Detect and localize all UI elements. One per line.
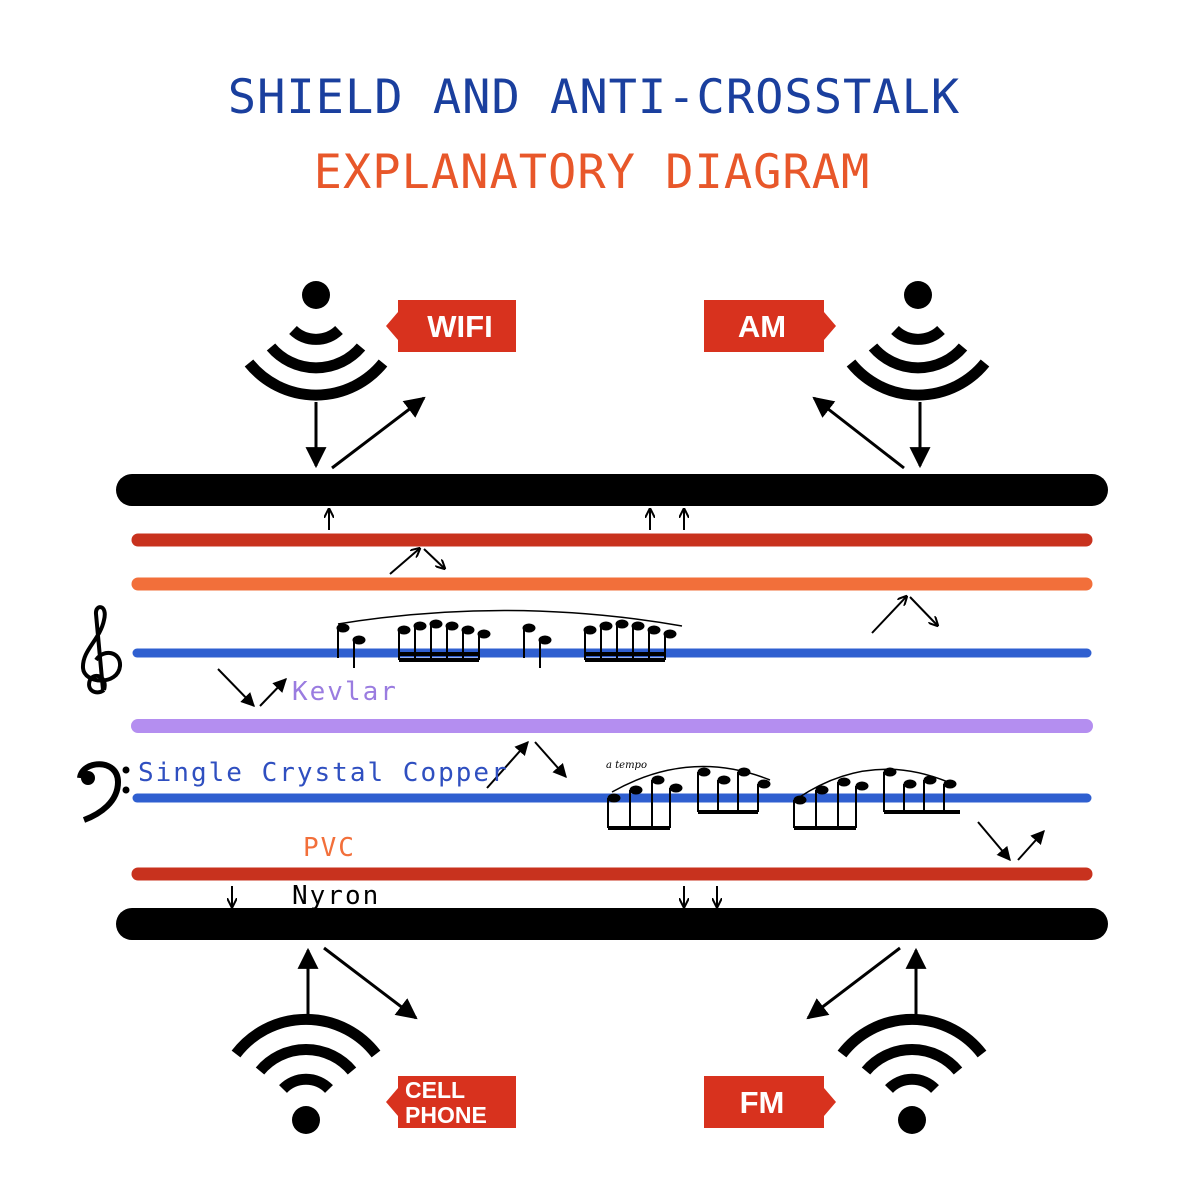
- wifi-icon-bottom-right: [837, 1013, 987, 1134]
- wifi-icon-bottom-left: [231, 1013, 381, 1134]
- diagram-title: SHIELD AND ANTI-CROSSTALK: [228, 70, 960, 125]
- broadcast-icon-top-left: [244, 281, 388, 401]
- reflection-arrows: [217, 510, 1045, 906]
- broadcast-icon-top-right: [846, 281, 990, 401]
- music-notes-top: [336, 609, 683, 668]
- label-nylon: Nyron: [292, 881, 380, 911]
- signal-arrows-bottom: [297, 946, 927, 1020]
- diagram-subtitle: EXPLANATORY DIAGRAM: [314, 145, 871, 200]
- bass-clef-icon: [77, 761, 130, 823]
- treble-clef-icon: [81, 605, 122, 695]
- svg-text:AM: AM: [738, 309, 786, 344]
- music-notes-bottom: a tempo: [606, 760, 960, 830]
- signal-arrows-top: [305, 396, 931, 470]
- svg-text:PHONE: PHONE: [405, 1102, 487, 1128]
- label-pvc: PVC: [303, 833, 356, 863]
- svg-text:CELL: CELL: [405, 1077, 465, 1103]
- tag-wifi: WIFI: [386, 300, 516, 352]
- svg-text:FM: FM: [740, 1085, 785, 1120]
- tag-cell-phone: CELL PHONE: [386, 1076, 516, 1128]
- svg-text:WIFI: WIFI: [427, 309, 492, 344]
- music-annotation: a tempo: [606, 760, 647, 771]
- label-copper: Single Crystal Copper: [138, 758, 509, 788]
- label-kevlar: Kevlar: [292, 677, 398, 707]
- tag-am: AM: [704, 300, 836, 352]
- tag-fm: FM: [704, 1076, 836, 1128]
